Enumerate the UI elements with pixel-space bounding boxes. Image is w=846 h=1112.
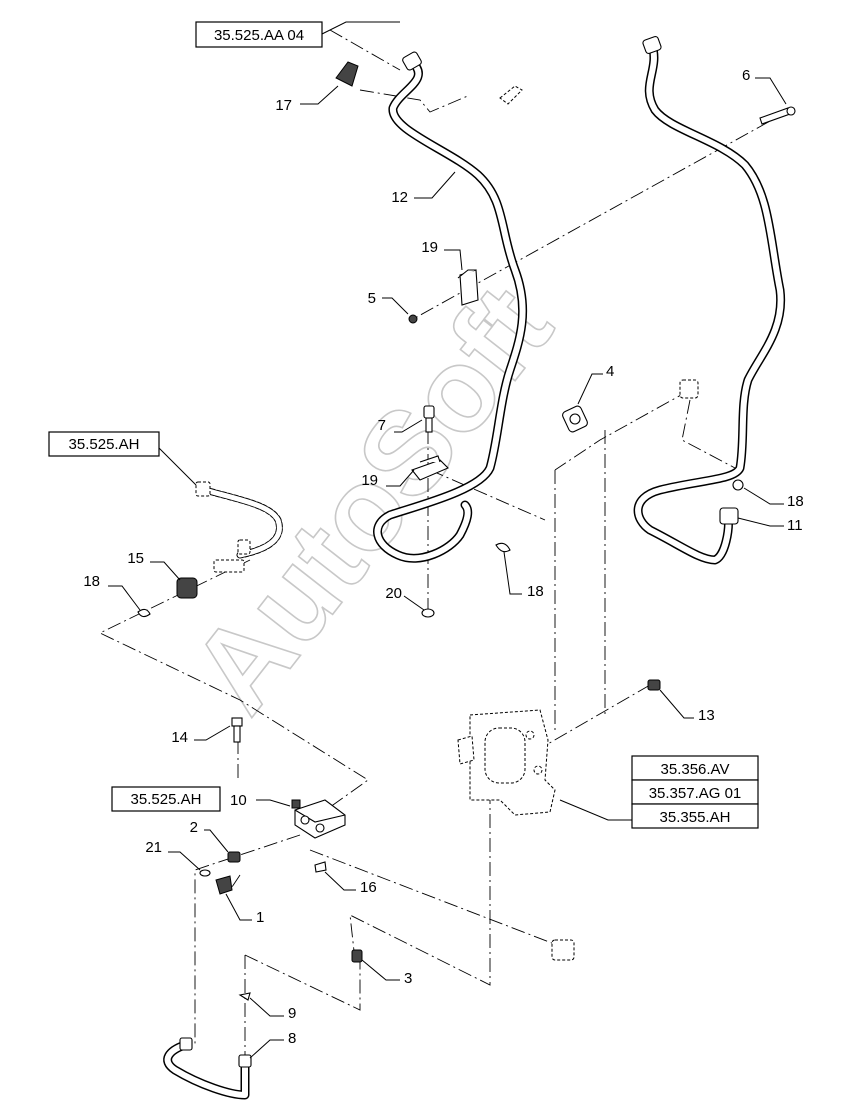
ref-box-35-355-ah[interactable]: 35.355.AH: [559, 799, 759, 829]
svg-text:8: 8: [288, 1030, 296, 1047]
svg-text:35.357.AG 01: 35.357.AG 01: [649, 785, 742, 802]
control-valve-block: [457, 709, 556, 816]
callout-11: 11: [737, 517, 803, 534]
bolt-13: [647, 679, 661, 691]
svg-text:1: 1: [256, 909, 264, 926]
svg-text:7: 7: [378, 417, 386, 434]
svg-text:12: 12: [391, 189, 408, 206]
svg-text:35.525.AH: 35.525.AH: [131, 791, 202, 808]
callout-20: 20: [385, 585, 425, 611]
callout-10: 10: [230, 792, 291, 809]
svg-text:9: 9: [288, 1005, 296, 1022]
nut-5: [408, 314, 418, 324]
ref-box-35-357-ag-01[interactable]: 35.357.AG 01: [631, 779, 759, 805]
seal-21: [199, 869, 211, 877]
callout-3: 3: [361, 959, 412, 987]
callout-18-center: 18: [503, 551, 544, 600]
clip-16: [314, 861, 327, 873]
svg-text:19: 19: [361, 472, 378, 489]
callout-1: 1: [225, 893, 264, 926]
callout-19-lower: 19: [361, 469, 415, 489]
callout-5: 5: [368, 290, 409, 315]
fitting-3: [351, 949, 363, 963]
fitting-15: [176, 577, 198, 599]
callout-2: 2: [190, 819, 229, 853]
tube-12: [373, 51, 528, 563]
svg-text:18: 18: [527, 583, 544, 600]
svg-text:5: 5: [368, 290, 376, 307]
svg-text:17: 17: [275, 97, 292, 114]
seal-18-center: [495, 542, 511, 553]
callout-7: 7: [378, 417, 423, 434]
svg-text:15: 15: [127, 550, 144, 567]
callout-18-left: 18: [83, 573, 141, 611]
callout-14: 14: [171, 725, 231, 746]
svg-text:21: 21: [145, 839, 162, 856]
ref-box-35-525-ah-left[interactable]: 35.525.AH: [48, 431, 197, 486]
bolt-14: [231, 717, 243, 743]
svg-text:6: 6: [742, 67, 750, 84]
fitting-2: [227, 851, 241, 863]
callout-13: 13: [659, 689, 715, 724]
tube-11: [633, 35, 786, 565]
callout-19-upper: 19: [421, 239, 463, 271]
svg-text:18: 18: [83, 573, 100, 590]
clamp-19-lower: [411, 455, 449, 481]
ghost-tube-left: [195, 481, 283, 573]
bolt-6: [759, 106, 796, 125]
svg-text:18: 18: [787, 493, 804, 510]
callout-12: 12: [391, 171, 456, 206]
ref-box-35-356-av[interactable]: 35.356.AV: [631, 755, 759, 781]
callout-17: 17: [275, 85, 339, 114]
washer-20: [421, 608, 435, 618]
svg-text:16: 16: [360, 879, 377, 896]
svg-text:35.355.AH: 35.355.AH: [660, 809, 731, 826]
elbow-fitting-1: [215, 875, 233, 895]
ghost-fitting-lower: [551, 939, 575, 961]
callout-16: 16: [324, 871, 377, 896]
seal-18-left: [137, 608, 151, 618]
seal-18-right: [732, 479, 744, 491]
clamp-17: [335, 61, 523, 105]
svg-text:10: 10: [230, 792, 247, 809]
svg-text:3: 3: [404, 970, 412, 987]
svg-text:2: 2: [190, 819, 198, 836]
callout-18-right: 18: [743, 487, 804, 510]
callout-8: 8: [249, 1030, 296, 1059]
callout-21: 21: [145, 839, 201, 871]
ref-box-35-525-ah-lower[interactable]: 35.525.AH: [111, 786, 221, 812]
seal-9: [238, 992, 251, 1001]
svg-text:14: 14: [171, 729, 188, 746]
svg-text:13: 13: [698, 707, 715, 724]
clamp-19-upper: [457, 269, 479, 306]
callout-6: 6: [742, 67, 787, 105]
ghost-fitting-right: [679, 379, 699, 399]
tube-8: [163, 1037, 252, 1100]
fitting-4: [562, 405, 588, 433]
valve-block-10: [291, 799, 346, 839]
callout-15: 15: [127, 550, 181, 581]
svg-text:35.525.AA 04: 35.525.AA 04: [214, 27, 304, 44]
svg-text:11: 11: [787, 517, 803, 534]
callout-9: 9: [249, 997, 296, 1022]
svg-text:19: 19: [421, 239, 438, 256]
svg-text:20: 20: [385, 585, 402, 602]
svg-text:4: 4: [606, 363, 614, 380]
ref-box-35-525-aa-04[interactable]: 35.525.AA 04: [195, 21, 400, 48]
callout-4: 4: [577, 363, 614, 405]
svg-text:35.525.AH: 35.525.AH: [69, 436, 140, 453]
bolt-7: [423, 405, 435, 433]
svg-text:35.356.AV: 35.356.AV: [661, 761, 730, 778]
